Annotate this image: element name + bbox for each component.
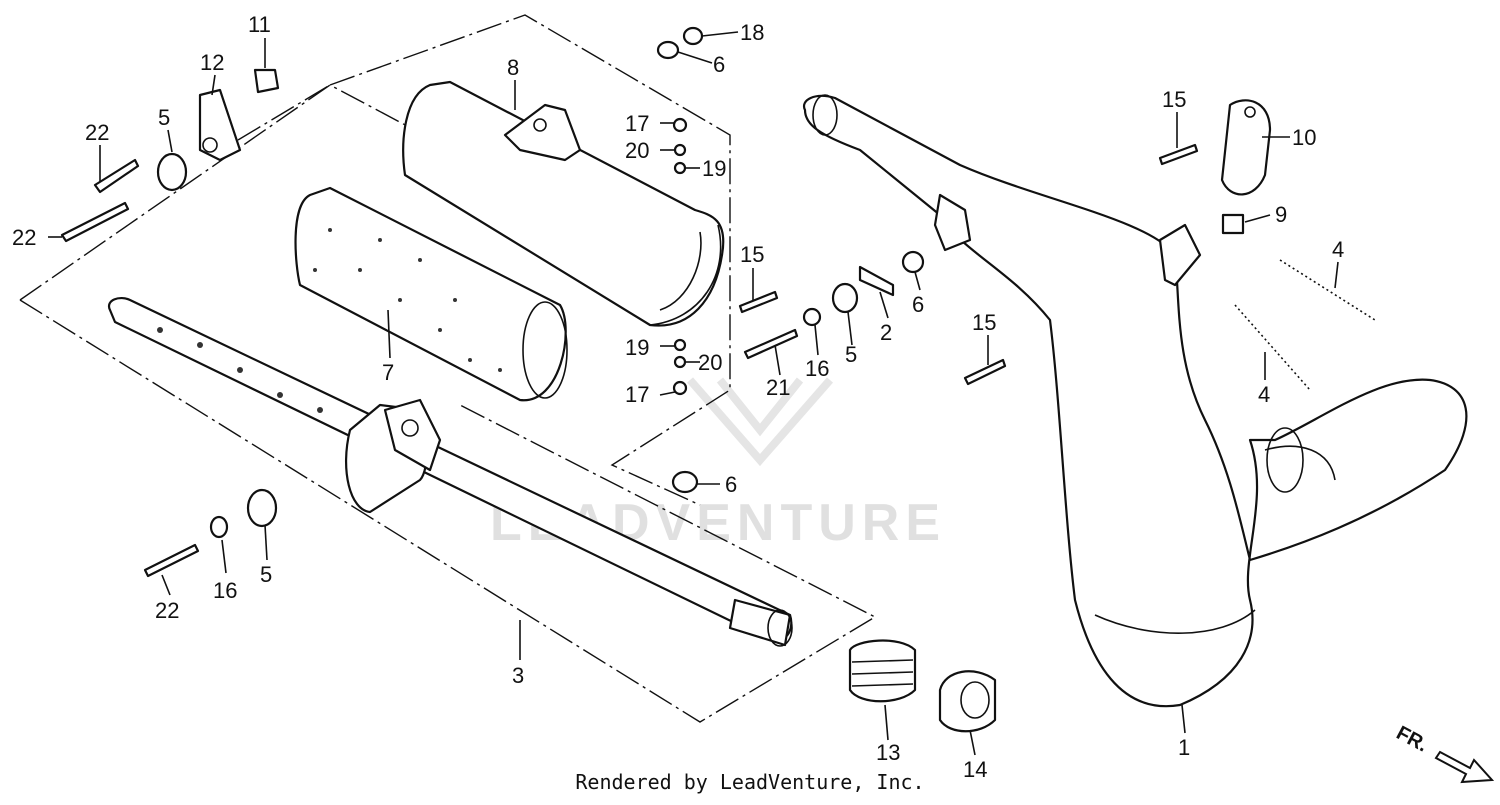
callout-2: 2 bbox=[880, 320, 892, 345]
assembly-boundary bbox=[19, 14, 877, 723]
callout-7: 7 bbox=[382, 360, 394, 385]
callout-5: 5 bbox=[845, 342, 857, 367]
callout-15: 15 bbox=[972, 310, 996, 335]
callout-16: 16 bbox=[213, 578, 237, 603]
callout-20: 20 bbox=[698, 350, 722, 375]
exhaust-gasket bbox=[938, 670, 997, 733]
callout-5: 5 bbox=[158, 105, 170, 130]
callout-16: 16 bbox=[805, 356, 829, 381]
callout-15: 15 bbox=[740, 242, 764, 267]
callout-15: 15 bbox=[1162, 87, 1186, 112]
muffler-packing bbox=[294, 186, 568, 402]
callout-22: 22 bbox=[85, 120, 109, 145]
footer-credit: Rendered by LeadVenture, Inc. bbox=[575, 770, 925, 794]
callout-5: 5 bbox=[260, 562, 272, 587]
callout-10: 10 bbox=[1292, 125, 1316, 150]
callout-22: 22 bbox=[155, 598, 179, 623]
callout-labels: 11 12 5 22 22 8 18 6 17 20 19 19 20 17 7… bbox=[12, 12, 1344, 782]
callout-12: 12 bbox=[200, 50, 224, 75]
front-label: FR. bbox=[1393, 722, 1432, 757]
callout-4: 4 bbox=[1258, 382, 1270, 407]
callout-17: 17 bbox=[625, 382, 649, 407]
leader-lines bbox=[48, 31, 1339, 756]
expansion-chamber bbox=[802, 94, 1468, 708]
muffler-upper bbox=[402, 80, 725, 327]
callout-19: 19 bbox=[625, 335, 649, 360]
callout-6: 6 bbox=[725, 472, 737, 497]
callout-8: 8 bbox=[507, 55, 519, 80]
callout-6: 6 bbox=[713, 52, 725, 77]
callout-19: 19 bbox=[702, 156, 726, 181]
callout-21: 21 bbox=[766, 375, 790, 400]
watermark-logo bbox=[686, 377, 834, 467]
bracket-stay bbox=[1220, 99, 1272, 196]
joint-rubber bbox=[848, 639, 917, 703]
callout-20: 20 bbox=[625, 138, 649, 163]
muffler-pipe bbox=[107, 296, 793, 647]
spring-lower bbox=[1234, 304, 1311, 391]
callout-9: 9 bbox=[1275, 202, 1287, 227]
callout-4: 4 bbox=[1332, 237, 1344, 262]
callout-17: 17 bbox=[625, 111, 649, 136]
callout-13: 13 bbox=[876, 740, 900, 765]
callout-14: 14 bbox=[963, 757, 987, 782]
callout-11: 11 bbox=[248, 12, 271, 37]
callout-18: 18 bbox=[740, 20, 764, 45]
spring-upper bbox=[1279, 259, 1376, 321]
callout-6: 6 bbox=[912, 292, 924, 317]
callout-22: 22 bbox=[12, 225, 36, 250]
front-arrow-icon bbox=[1434, 750, 1495, 784]
callout-1: 1 bbox=[1178, 735, 1190, 760]
callout-3: 3 bbox=[512, 663, 524, 688]
